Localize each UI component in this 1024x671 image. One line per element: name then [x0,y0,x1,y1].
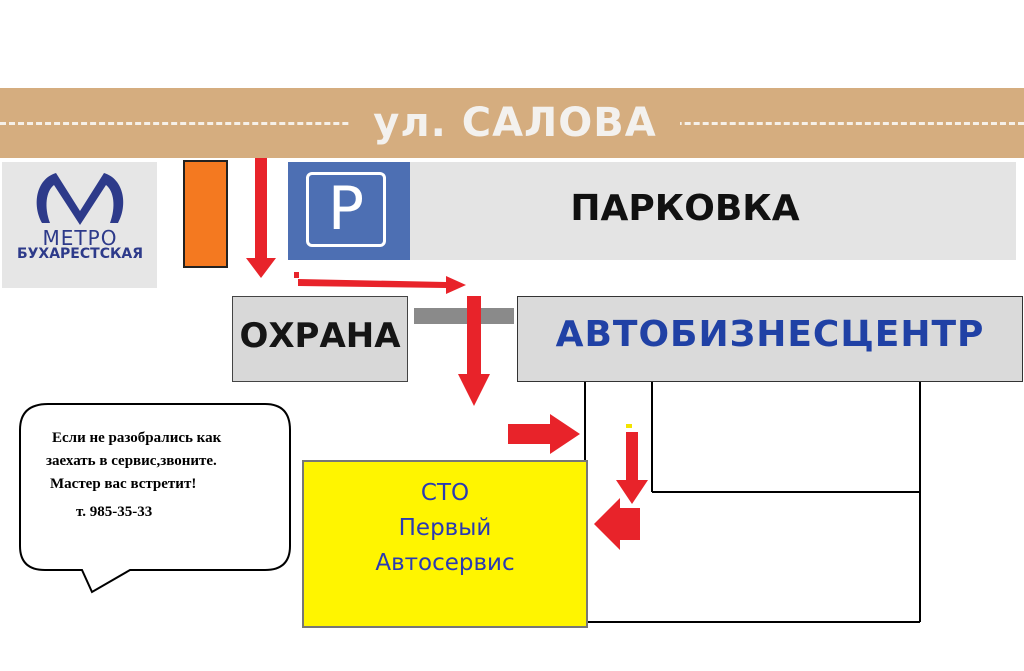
barrier-gate [414,308,514,324]
callout-line-1: Если не разобрались как [52,430,222,446]
arrow-dot-icon [294,272,299,278]
sto-title: СТО [420,480,470,506]
yellow-dot-icon [626,424,632,428]
arrow-down-entrance-icon [246,158,276,278]
callout-phone: т. 985-35-33 [76,504,153,520]
callout-line-2: заехать в сервис,звоните. [46,453,217,469]
metro-logo-icon [36,173,124,225]
metro-block [2,162,157,288]
arrow-left-sto-icon [594,498,640,550]
arrow-down-small-icon [616,432,648,504]
sto-building [302,460,588,628]
sto-name-line2: Автосервис [375,550,515,576]
street-name: ул. САЛОВА [350,92,680,154]
guard-booth [232,296,408,382]
metro-word: МЕТРО [42,226,118,250]
arrow-right-parking-icon [298,276,466,294]
metro-station-name: БУХАРЕСТСКАЯ [16,246,144,262]
parking-label: ПАРКОВКА [570,188,800,229]
parking-letter-icon: P [306,172,386,247]
guard-label: ОХРАНА [239,316,401,356]
arrow-right-sto-icon [508,414,580,454]
orange-marker [183,160,228,268]
arrow-down-barrier-icon [458,296,490,406]
callout-line-3: Мастер вас встретит! [50,476,197,492]
business-center [517,296,1023,382]
business-center-label: АВТОБИЗНЕСЦЕНТР [555,314,985,355]
sto-name-line1: Первый [398,515,492,541]
